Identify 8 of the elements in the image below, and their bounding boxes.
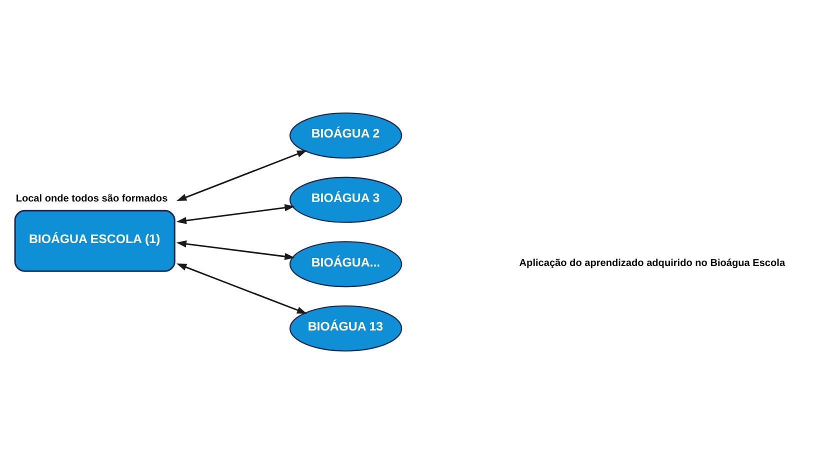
- arrow: [176, 150, 308, 200]
- node-ellipse: BIOÁGUA...: [289, 240, 402, 287]
- node-ellipse: BIOÁGUA 3: [289, 176, 402, 222]
- label: Aplicação do aprendizado adquirido no Bioágua Escola: [519, 258, 786, 269]
- arrow: [176, 263, 308, 314]
- node-label: Local onde todos são formados: [16, 193, 168, 204]
- arrow: [176, 240, 295, 260]
- arrow: [176, 204, 295, 224]
